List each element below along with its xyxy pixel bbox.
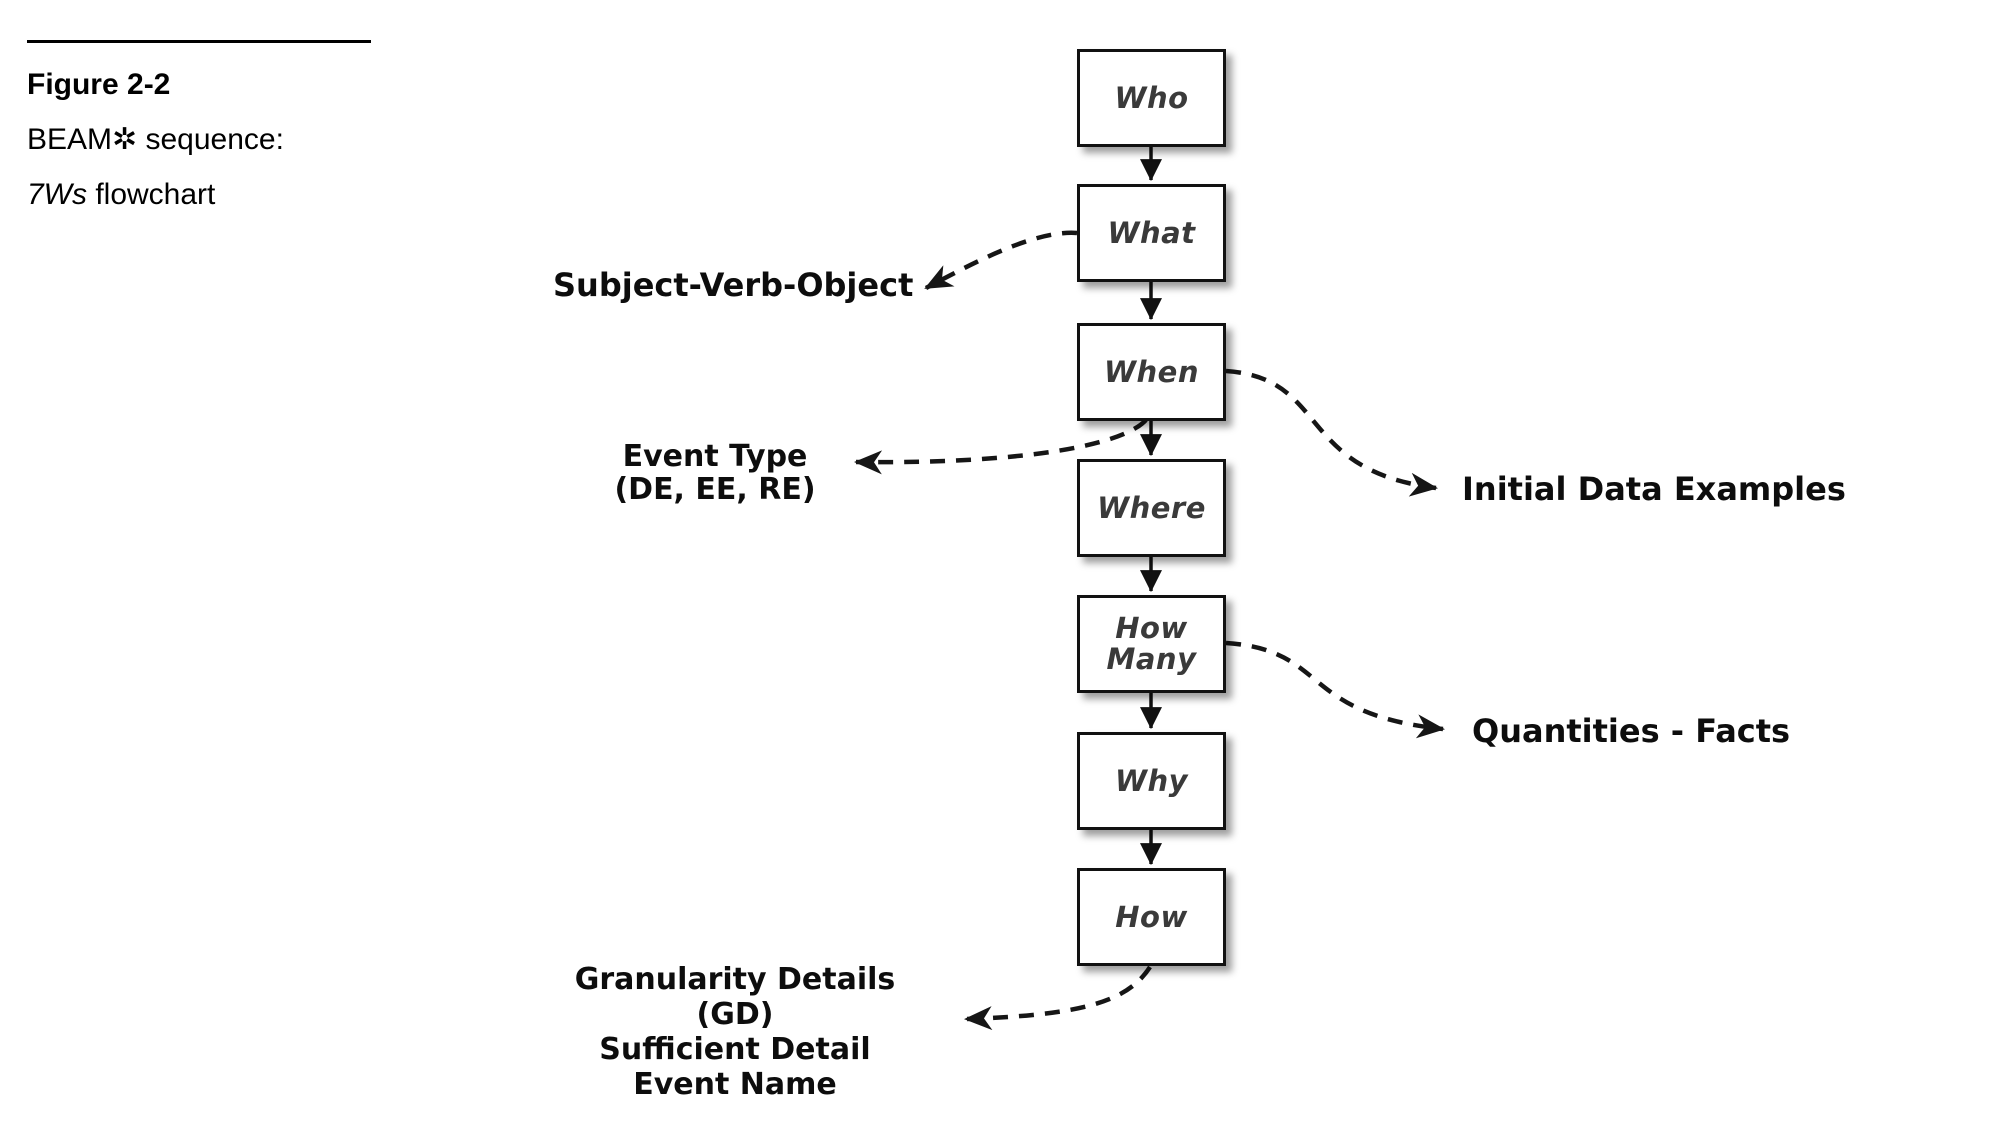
- figure-subtitle-2-italic: 7Ws: [27, 178, 87, 211]
- annotation-granularity: Granularity Details (GD) Sufficient Deta…: [535, 962, 935, 1102]
- flow-box-why: Why: [1077, 732, 1226, 830]
- flow-box-when-label: When: [1104, 354, 1199, 389]
- flow-box-how-label: How: [1115, 899, 1188, 934]
- flow-box-when: When: [1077, 323, 1226, 421]
- arrow-how-to-granularity: [964, 965, 1152, 1031]
- arrow-when-to-event-type: [854, 418, 1148, 475]
- flow-box-what-label: What: [1107, 215, 1196, 250]
- annotation-initial-data-examples: Initial Data Examples: [1462, 470, 1846, 508]
- flow-box-how-many-label: How Many: [1106, 611, 1197, 676]
- figure-subtitle: BEAM✲ sequence:: [27, 123, 284, 156]
- flow-box-how: How: [1077, 868, 1226, 966]
- annotation-granularity-line2: Sufficient Detail: [599, 1032, 871, 1067]
- caption-rule: [27, 40, 371, 43]
- figure-subtitle-2-rest: flowchart: [87, 178, 216, 211]
- annotation-subject-verb-object: Subject-Verb-Object: [553, 266, 914, 304]
- flow-box-who: Who: [1077, 49, 1226, 147]
- arrow-what-to-subject-verb-object: [924, 230, 1078, 290]
- figure-caption: Figure 2-2 BEAM✲ sequence: 7Ws flowchart: [27, 40, 371, 222]
- annotation-event-type: Event Type (DE, EE, RE): [565, 440, 865, 506]
- annotation-event-type-line2: (DE, EE, RE): [614, 472, 816, 507]
- figure-subtitle-2: 7Ws flowchart: [27, 167, 371, 222]
- figure-number: Figure 2-2: [27, 68, 171, 101]
- annotation-connectors: [854, 230, 1445, 1031]
- annotation-event-type-line1: Event Type: [622, 439, 808, 474]
- flow-box-where-label: Where: [1097, 490, 1206, 525]
- flow-box-what: What: [1077, 184, 1226, 282]
- flow-box-where: Where: [1077, 459, 1226, 557]
- flow-box-why-label: Why: [1114, 763, 1189, 798]
- annotation-granularity-line3: Event Name: [633, 1067, 837, 1102]
- annotation-granularity-line1: Granularity Details (GD): [574, 962, 896, 1032]
- annotation-quantities-facts: Quantities - Facts: [1472, 712, 1791, 750]
- arrow-howmany-to-quantities-facts: [1225, 640, 1445, 739]
- flow-box-how-many: How Many: [1077, 595, 1226, 693]
- flow-box-who-label: Who: [1114, 80, 1189, 115]
- arrow-when-to-initial-data-examples: [1225, 368, 1438, 497]
